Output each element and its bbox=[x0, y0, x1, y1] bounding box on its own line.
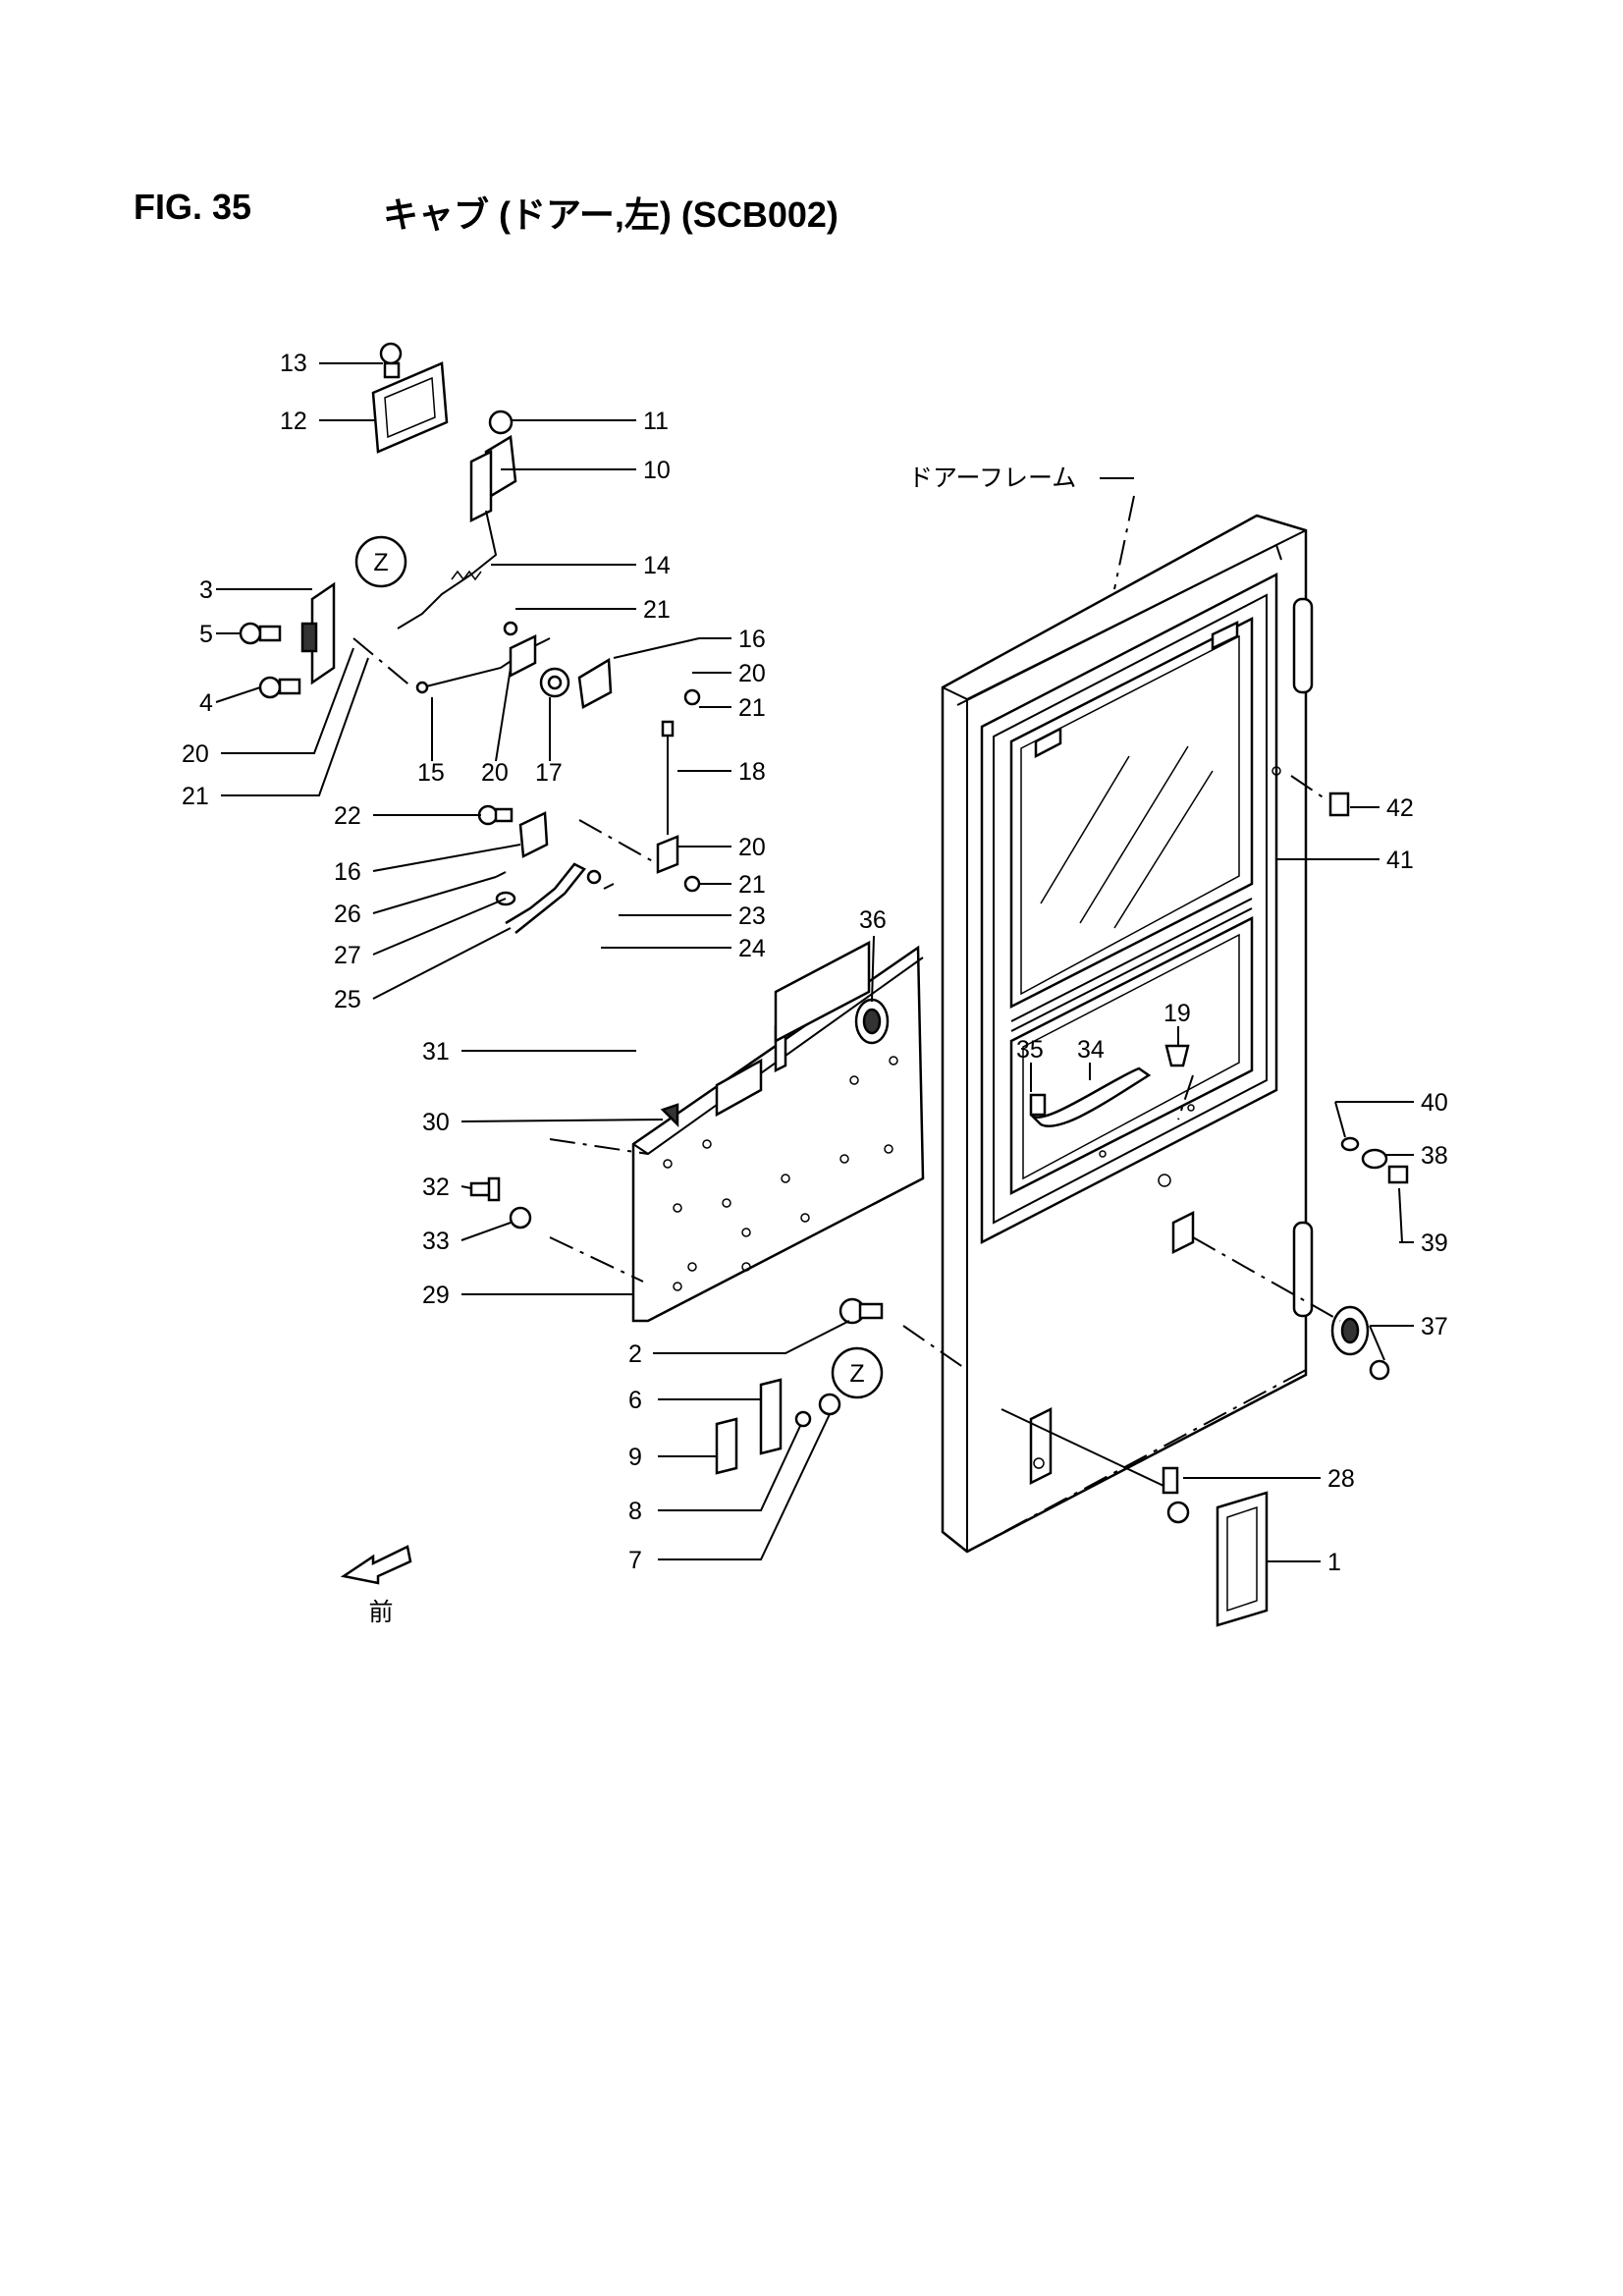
part-label-5: 5 bbox=[199, 621, 213, 648]
part-label-17: 17 bbox=[535, 759, 563, 787]
door-frame bbox=[941, 514, 1314, 1554]
part-label-20: 20 bbox=[182, 740, 209, 768]
part-label-33: 33 bbox=[422, 1228, 450, 1255]
part-label-24: 24 bbox=[738, 935, 766, 962]
part-label-42: 42 bbox=[1386, 794, 1414, 822]
part-label-29: 29 bbox=[422, 1282, 450, 1309]
part-label-16: 16 bbox=[334, 858, 361, 886]
part-label-21: 21 bbox=[643, 596, 671, 624]
leader-lines bbox=[215, 362, 1414, 1562]
part-label-37: 37 bbox=[1421, 1313, 1448, 1340]
part-label-22: 22 bbox=[334, 802, 361, 830]
part-label-34: 34 bbox=[1077, 1036, 1105, 1064]
part-label-8: 8 bbox=[628, 1498, 642, 1525]
part-label-16: 16 bbox=[738, 626, 766, 653]
part-label-30: 30 bbox=[422, 1109, 450, 1136]
front-direction-arrow: 前 bbox=[340, 1545, 412, 1626]
svg-text:Z: Z bbox=[373, 549, 388, 576]
part-label-7: 7 bbox=[628, 1547, 642, 1574]
part-label-3: 3 bbox=[199, 576, 213, 604]
part-label-35: 35 bbox=[1016, 1036, 1044, 1064]
part-label-21: 21 bbox=[738, 694, 766, 722]
part-label-6: 6 bbox=[628, 1387, 642, 1414]
part-label-19: 19 bbox=[1163, 1000, 1191, 1027]
part-label-39: 39 bbox=[1421, 1230, 1448, 1257]
figure-title: キャブ (ドアー,左) (SCB002) bbox=[383, 194, 839, 235]
part-label-10: 10 bbox=[643, 457, 671, 484]
door-frame-label: ドアーフレーム bbox=[908, 465, 1076, 492]
svg-text:Z: Z bbox=[849, 1360, 864, 1388]
part-label-20: 20 bbox=[481, 759, 509, 787]
part-label-32: 32 bbox=[422, 1174, 450, 1201]
part-label-1: 1 bbox=[1327, 1549, 1341, 1576]
part-label-23: 23 bbox=[738, 902, 766, 930]
part-label-12: 12 bbox=[280, 408, 307, 435]
assembly-lines bbox=[352, 495, 1341, 1371]
part-label-15: 15 bbox=[417, 759, 445, 787]
part-label-13: 13 bbox=[280, 350, 307, 377]
part-label-27: 27 bbox=[334, 942, 361, 969]
part-label-31: 31 bbox=[422, 1038, 450, 1066]
part-number-labels: 13 12 11 10 14 3 5 4 21 16 20 21 20 21 1… bbox=[182, 350, 1448, 1576]
part-label-14: 14 bbox=[643, 552, 671, 579]
view-z-marker: Z bbox=[831, 1346, 884, 1399]
part-label-4: 4 bbox=[199, 689, 213, 717]
part-label-20: 20 bbox=[738, 834, 766, 861]
part-label-41: 41 bbox=[1386, 847, 1414, 874]
svg-text:前: 前 bbox=[368, 1599, 393, 1626]
part-label-26: 26 bbox=[334, 901, 361, 928]
part-label-25: 25 bbox=[334, 986, 361, 1013]
part-label-40: 40 bbox=[1421, 1089, 1448, 1117]
view-z-marker: Z bbox=[354, 535, 407, 588]
part-label-21: 21 bbox=[738, 871, 766, 899]
part-label-9: 9 bbox=[628, 1444, 642, 1471]
inner-trim-panel bbox=[631, 940, 925, 1323]
part-label-11: 11 bbox=[643, 408, 669, 435]
part-label-2: 2 bbox=[628, 1340, 642, 1368]
part-label-21: 21 bbox=[182, 783, 209, 810]
part-label-18: 18 bbox=[738, 758, 766, 786]
part-label-38: 38 bbox=[1421, 1142, 1448, 1170]
part-label-20: 20 bbox=[738, 660, 766, 687]
figure-number: FIG. 35 bbox=[134, 187, 252, 227]
part-label-28: 28 bbox=[1327, 1465, 1355, 1493]
part-label-36: 36 bbox=[859, 906, 887, 934]
